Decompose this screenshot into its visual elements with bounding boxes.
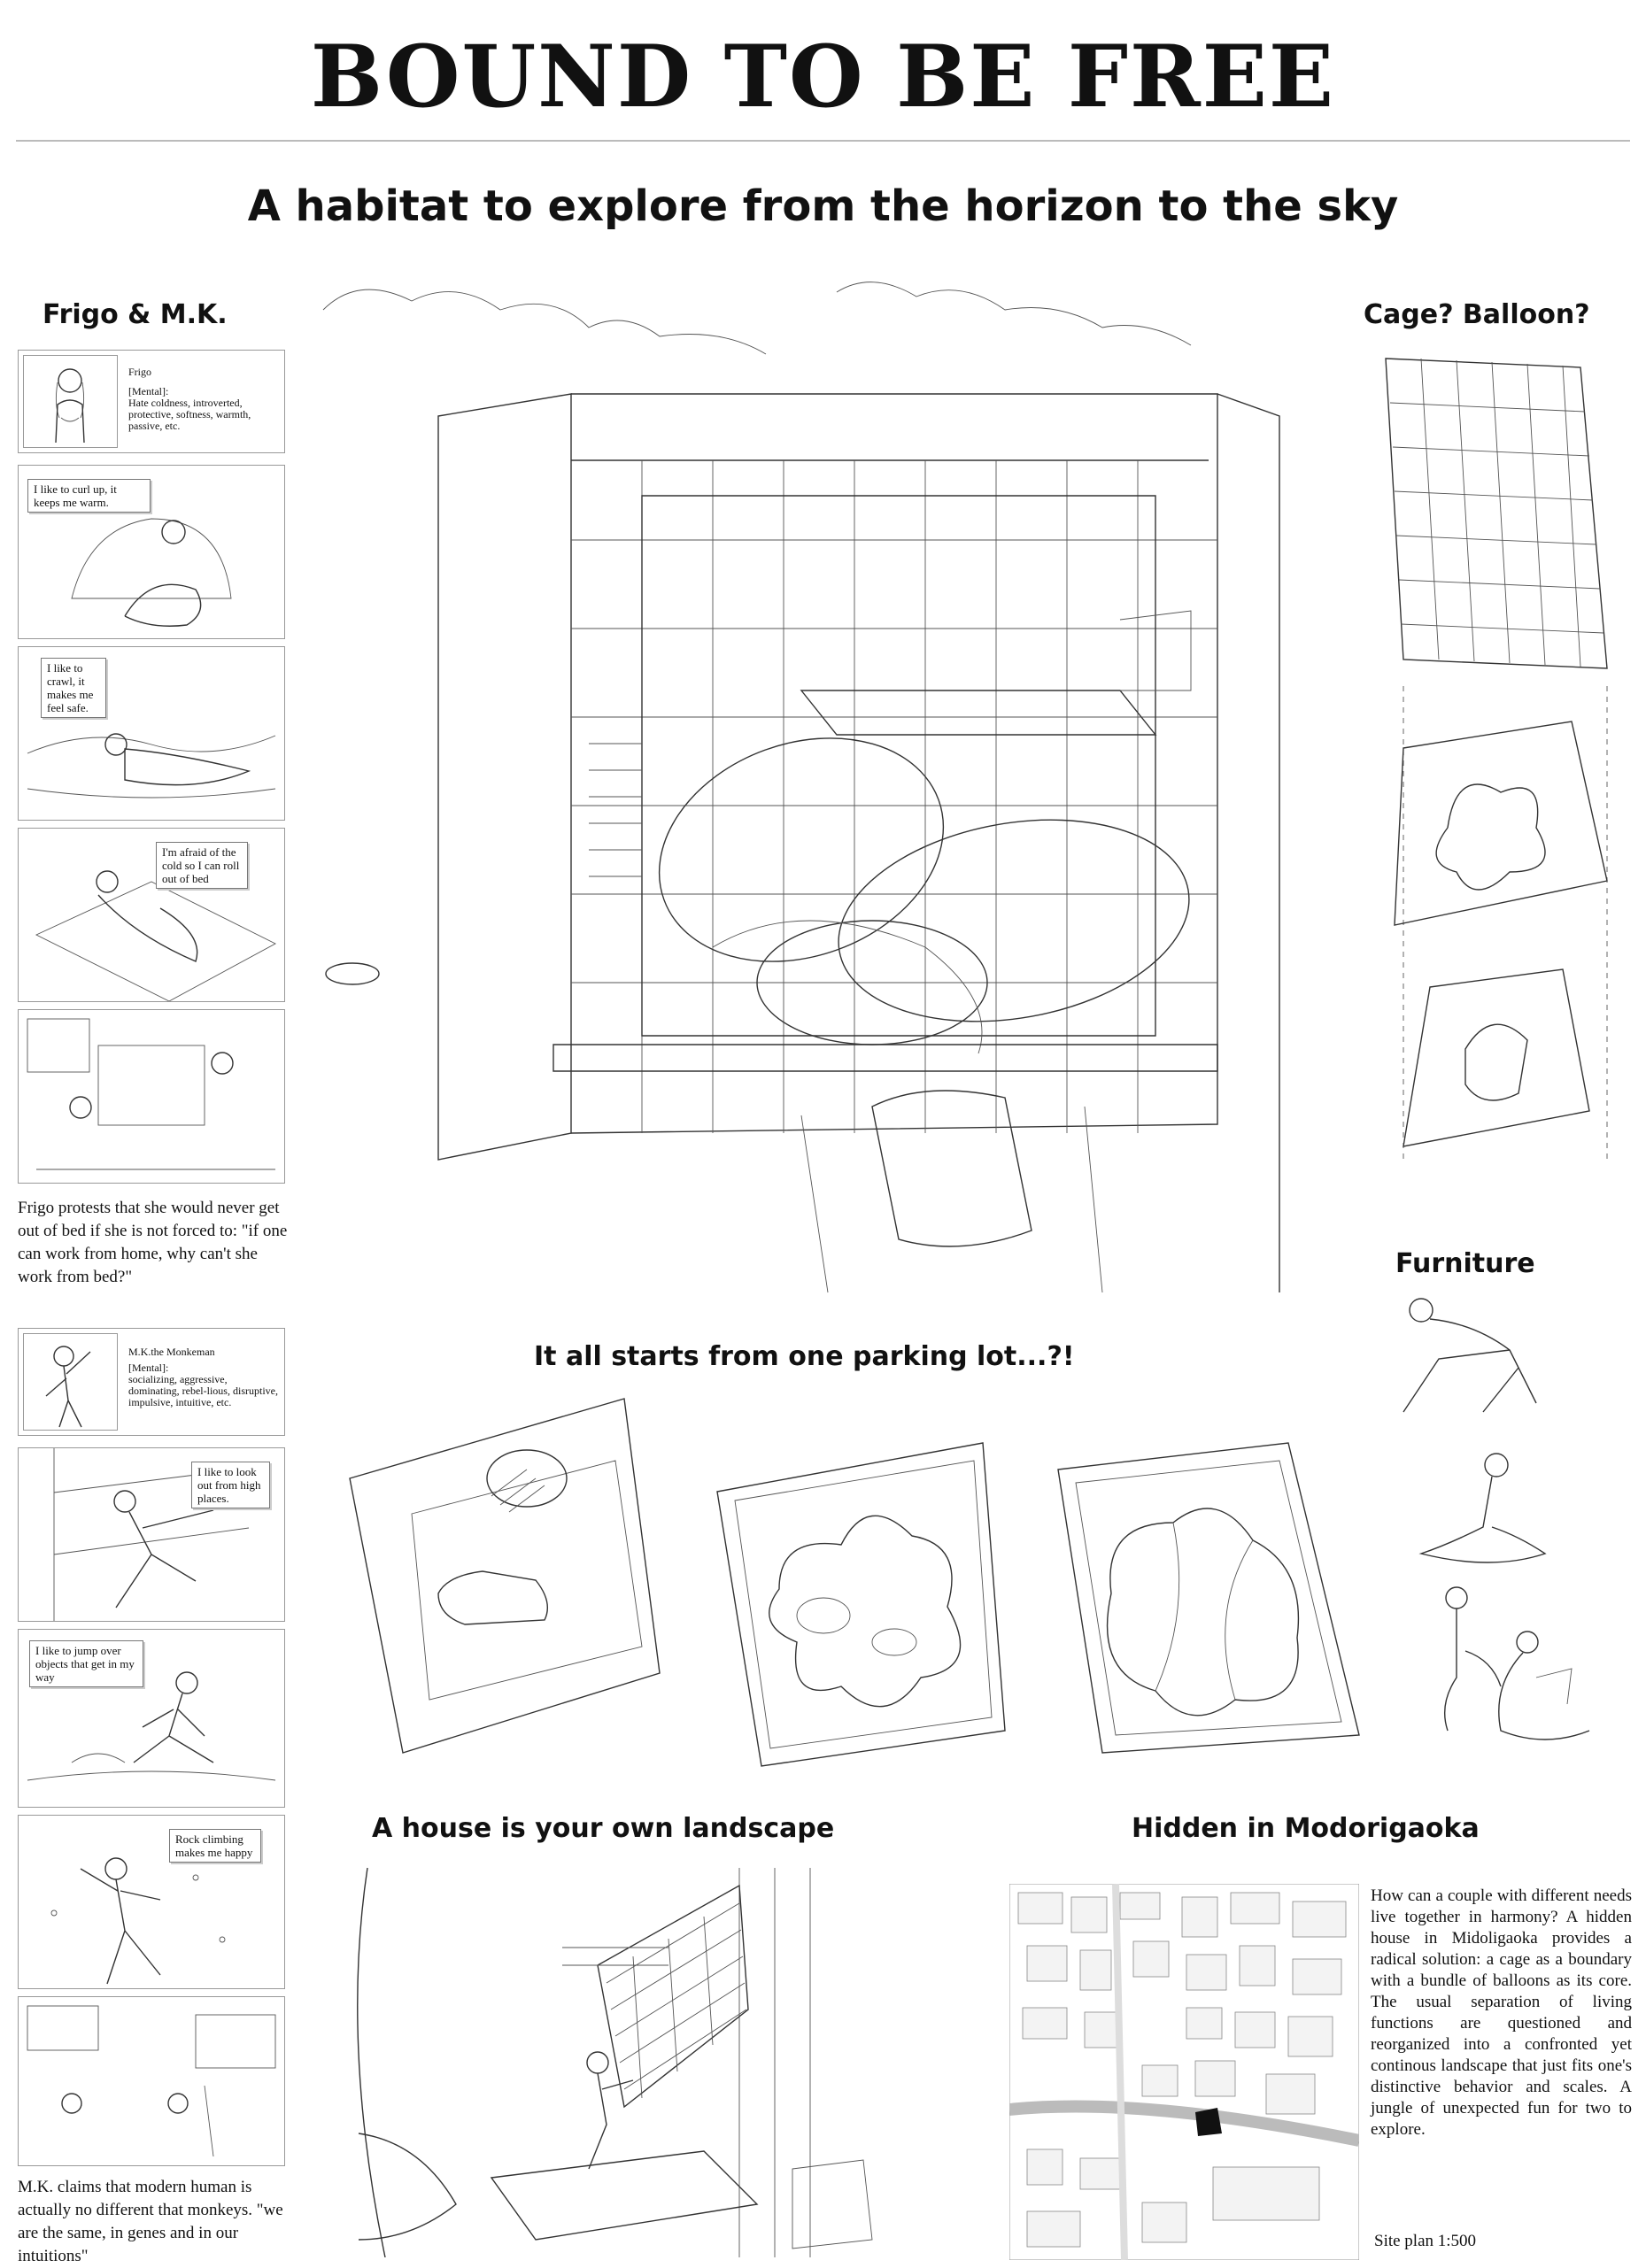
site-plan-map — [1009, 1884, 1359, 2260]
plan-upper-level — [1040, 1434, 1377, 1762]
frigo-bubble-crawl: I like to crawl, it makes me feel safe. — [41, 658, 106, 718]
frigo-name: Frigo — [128, 366, 152, 378]
header-divider — [16, 140, 1630, 142]
heading-parking-lot: It all starts from one parking lot...?! — [534, 1341, 1075, 1372]
mk-panel-jump: I like to jump over objects that get in … — [18, 1629, 285, 1808]
mk-name: M.K.the Monkeman — [128, 1346, 215, 1358]
furniture-figures — [1386, 1288, 1625, 1784]
mk-bubble-jump: I like to jump over objects that get in … — [29, 1640, 143, 1687]
mk-panel-climb: Rock climbing makes me happy — [18, 1815, 285, 1989]
cage-balloon-exploded-axo — [1368, 350, 1625, 1235]
mk-portrait — [23, 1333, 118, 1431]
frigo-panel-crawl: I like to crawl, it makes me feel safe. — [18, 646, 285, 821]
site-description: How can a couple with different needs li… — [1371, 1886, 1632, 2139]
frigo-bubble-roll: I'm afraid of the cold so I can roll out… — [156, 842, 248, 889]
plan-balloon-level — [699, 1439, 1018, 1775]
poster-subtitle: A habitat to explore from the horizon to… — [247, 181, 1399, 231]
frigo-story: Frigo protests that she would never get … — [18, 1199, 288, 1286]
site-plan-scale: Site plan 1:500 — [1374, 2232, 1477, 2250]
mk-profile-card: M.K.the Monkeman [Mental]: socializing, … — [18, 1328, 285, 1436]
frigo-portrait — [23, 355, 118, 448]
frigo-panel-roll: I'm afraid of the cold so I can roll out… — [18, 828, 285, 1002]
poster-title: BOUND TO BE FREE — [310, 27, 1336, 127]
mk-bubble-climb: Rock climbing makes me happy — [169, 1829, 261, 1863]
mk-panel-room — [18, 1996, 285, 2166]
heading-hidden: Hidden in Modorigaoka — [1132, 1813, 1480, 1844]
frigo-panel-curl: I like to curl up, it keeps me warm. — [18, 465, 285, 639]
main-section-perspective — [305, 274, 1350, 1310]
frigo-traits: [Mental]: Hate coldness, introverted, pr… — [128, 385, 251, 432]
plan-parking-lot — [332, 1381, 686, 1779]
frigo-profile-card: Frigo [Mental]: Hate coldness, introvert… — [18, 350, 285, 453]
heading-characters: Frigo & M.K. — [43, 299, 228, 330]
frigo-panel-room — [18, 1009, 285, 1184]
heading-cage-balloon: Cage? Balloon? — [1364, 299, 1590, 330]
frigo-bubble-curl: I like to curl up, it keeps me warm. — [27, 479, 151, 513]
heading-furniture: Furniture — [1395, 1248, 1535, 1279]
mk-traits: [Mental]: socializing, aggressive, domin… — [128, 1362, 278, 1408]
mk-story: M.K. claims that modern human is actuall… — [18, 2178, 283, 2265]
heading-landscape: A house is your own landscape — [372, 1813, 835, 1844]
mk-bubble-highplaces: I like to look out from high places. — [191, 1462, 270, 1508]
mk-panel-highplaces: I like to look out from high places. — [18, 1447, 285, 1622]
interior-landscape-view — [332, 1868, 899, 2257]
